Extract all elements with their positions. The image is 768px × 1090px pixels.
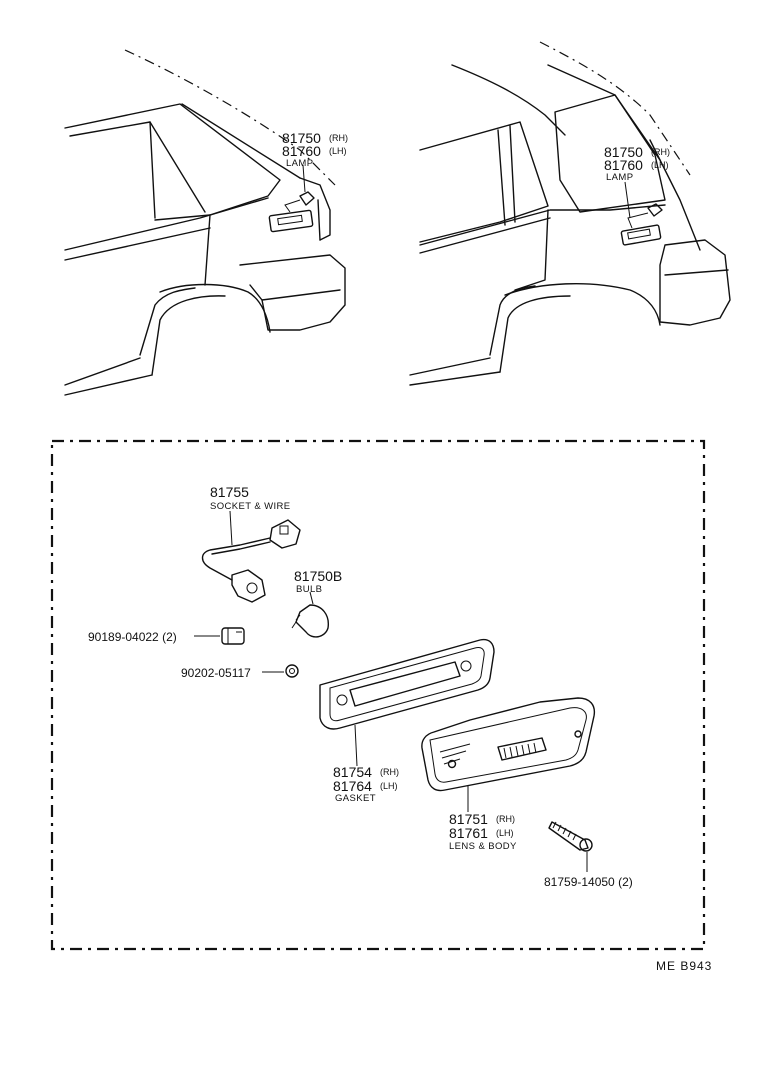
right-vehicle-view: 81750 (RH) 81760 (LH) LAMP: [409, 41, 731, 386]
clip-part-number: 90189-04022 (2): [88, 630, 177, 644]
bulb-glass: [295, 604, 329, 638]
left-lamp-rh-side: (RH): [329, 133, 348, 143]
gasket-rh-number: 81754: [333, 764, 372, 780]
socket-part-name: SOCKET & WIRE: [210, 501, 291, 512]
lens-lh-number: 81761: [449, 825, 488, 841]
gasket-lh-number: 81764: [333, 778, 372, 794]
left-rear-window-frame: [64, 103, 281, 221]
gasket-outline: [319, 638, 495, 730]
screw: 81759-14050 (2): [544, 821, 633, 889]
lens-part-name: LENS & BODY: [449, 841, 517, 852]
washer-part-number: 90202-05117: [181, 666, 251, 680]
bulb-part-number: 81750B: [294, 568, 342, 584]
right-lamp-label: LAMP: [606, 172, 633, 183]
gasket-rh-side: (RH): [380, 767, 399, 777]
screw-shank: [548, 821, 589, 851]
right-lamp-lh-number: 81760: [604, 157, 643, 173]
right-side-marker-lamp: [620, 224, 662, 246]
lens-rh-number: 81751: [449, 811, 488, 827]
washer: 90202-05117: [181, 664, 299, 680]
right-lamp-rh-number: 81750: [604, 144, 643, 160]
lens-rh-side: (RH): [496, 814, 515, 824]
right-lamp-lh-side: (LH): [651, 160, 669, 170]
socket-connector: [269, 519, 301, 549]
washer-ring: [285, 664, 299, 678]
left-roof-line: [124, 49, 336, 186]
screw-part-number: 81759-14050 (2): [544, 875, 633, 889]
gasket-window: [349, 661, 461, 707]
socket-part-number: 81755: [210, 484, 249, 500]
left-lamp-label: LAMP: [286, 158, 313, 169]
socket-wire: [201, 537, 271, 581]
left-lamp-lh-side: (LH): [329, 146, 347, 156]
right-rear-window-frame: [419, 121, 549, 243]
gasket-part-name: GASKET: [335, 793, 376, 804]
lens-reflector: [497, 737, 547, 761]
left-lamp-rh-number: 81750: [282, 130, 321, 146]
right-lamp-rh-side: (RH): [651, 147, 670, 157]
screw-head: [579, 838, 593, 852]
lens-body-outline: [421, 697, 596, 792]
socket-and-wire: 81755 SOCKET & WIRE: [201, 484, 301, 603]
lens-lh-side: (LH): [496, 828, 514, 838]
left-lamp-lh-number: 81760: [282, 143, 321, 159]
left-side-marker-lamp: [268, 209, 314, 233]
right-lamp-socket: [647, 203, 663, 217]
clip: 90189-04022 (2): [88, 627, 245, 645]
left-lamp-socket: [299, 191, 315, 206]
right-roof-line: [539, 41, 691, 176]
diagram-code: ME B943: [656, 959, 712, 973]
bulb-socket: [231, 569, 266, 603]
bulb: 81750B BULB: [291, 568, 342, 638]
exploded-view-frame: [50, 439, 706, 951]
left-vehicle-view: 81750 (RH) 81760 (LH) LAMP: [64, 49, 348, 396]
gasket: 81754 (RH) 81764 (LH) GASKET: [319, 638, 495, 804]
bulb-part-name: BULB: [296, 584, 322, 595]
clip-body: [221, 627, 245, 645]
gasket-lh-side: (LH): [380, 781, 398, 791]
lens-and-body: 81751 (RH) 81761 (LH) LENS & BODY: [421, 697, 596, 852]
